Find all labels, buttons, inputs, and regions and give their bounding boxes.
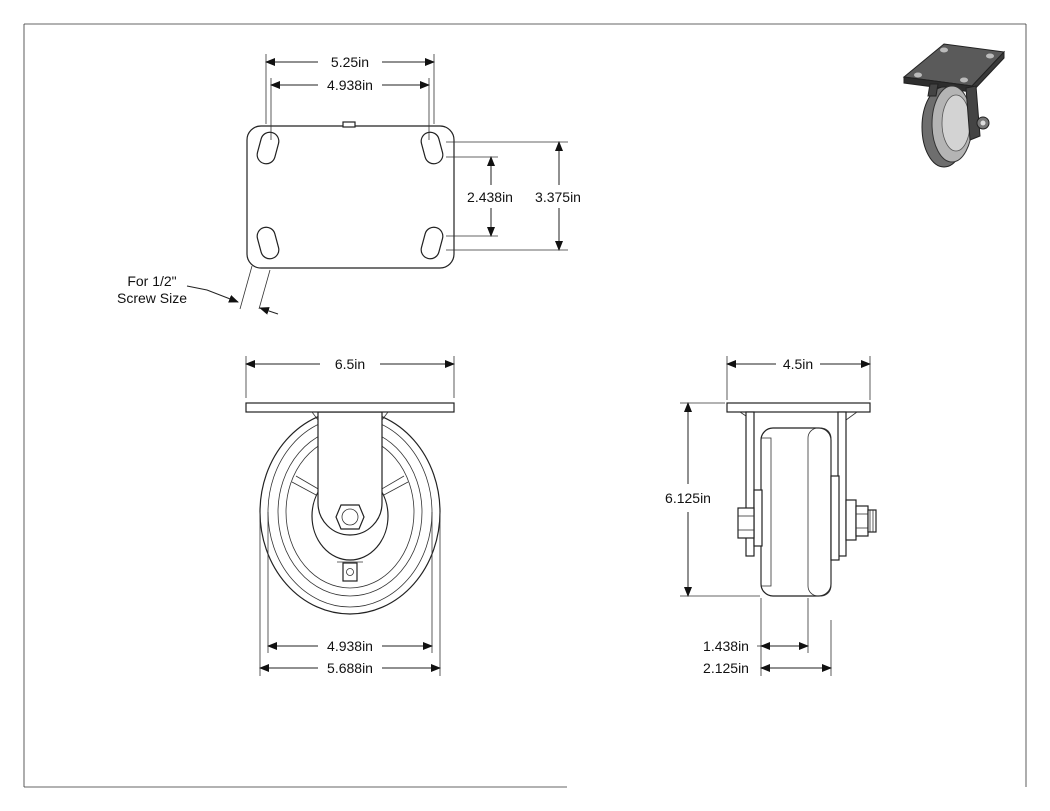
axle-bolt-head [737,507,755,539]
top-plate-view: 5.25in 4.938in 2.438in 3.375in For 1/2" … [117,54,581,315]
side-top-plate [726,402,871,413]
side-view: 4.5in 6.125in [665,356,877,676]
screw-note-line1: For 1/2" [127,273,176,289]
drawing-frame [23,23,1027,788]
side-wheel [760,427,832,597]
dim-side-plate-width: 4.5in [783,356,813,372]
axle-nut [335,504,365,530]
bolt-slot-bottom-left [256,226,280,260]
axle-nut-side [855,505,869,537]
dim-plate-bolt-width: 4.938in [327,77,373,93]
bolt-slot-bottom-right [420,226,444,260]
fork-bracket [317,411,383,536]
screw-note-line2: Screw Size [117,290,187,306]
fork-leg-left [745,411,755,557]
bolt-slot-top-left [256,131,280,165]
plate-nub [342,121,356,128]
bolt-slot-top-right [420,131,444,165]
front-view: 6.5in 4.938in 5.688i [245,356,455,676]
dim-front-plate-width: 6.5in [335,356,365,372]
grease-fitting [342,562,358,582]
dim-plate-outer-height: 3.375in [535,189,581,205]
dim-overall-height: 6.125in [665,490,711,506]
dim-tread-width: 1.438in [703,638,749,654]
front-top-plate [245,402,455,413]
dim-plate-bolt-height: 2.438in [467,189,513,205]
isometric-caster-render [902,43,1006,168]
dim-hub-length: 2.125in [703,660,749,676]
dim-wheel-inner-dia: 4.938in [327,638,373,654]
dim-wheel-outer-dia: 5.688in [327,660,373,676]
dim-plate-outer-width: 5.25in [331,54,369,70]
